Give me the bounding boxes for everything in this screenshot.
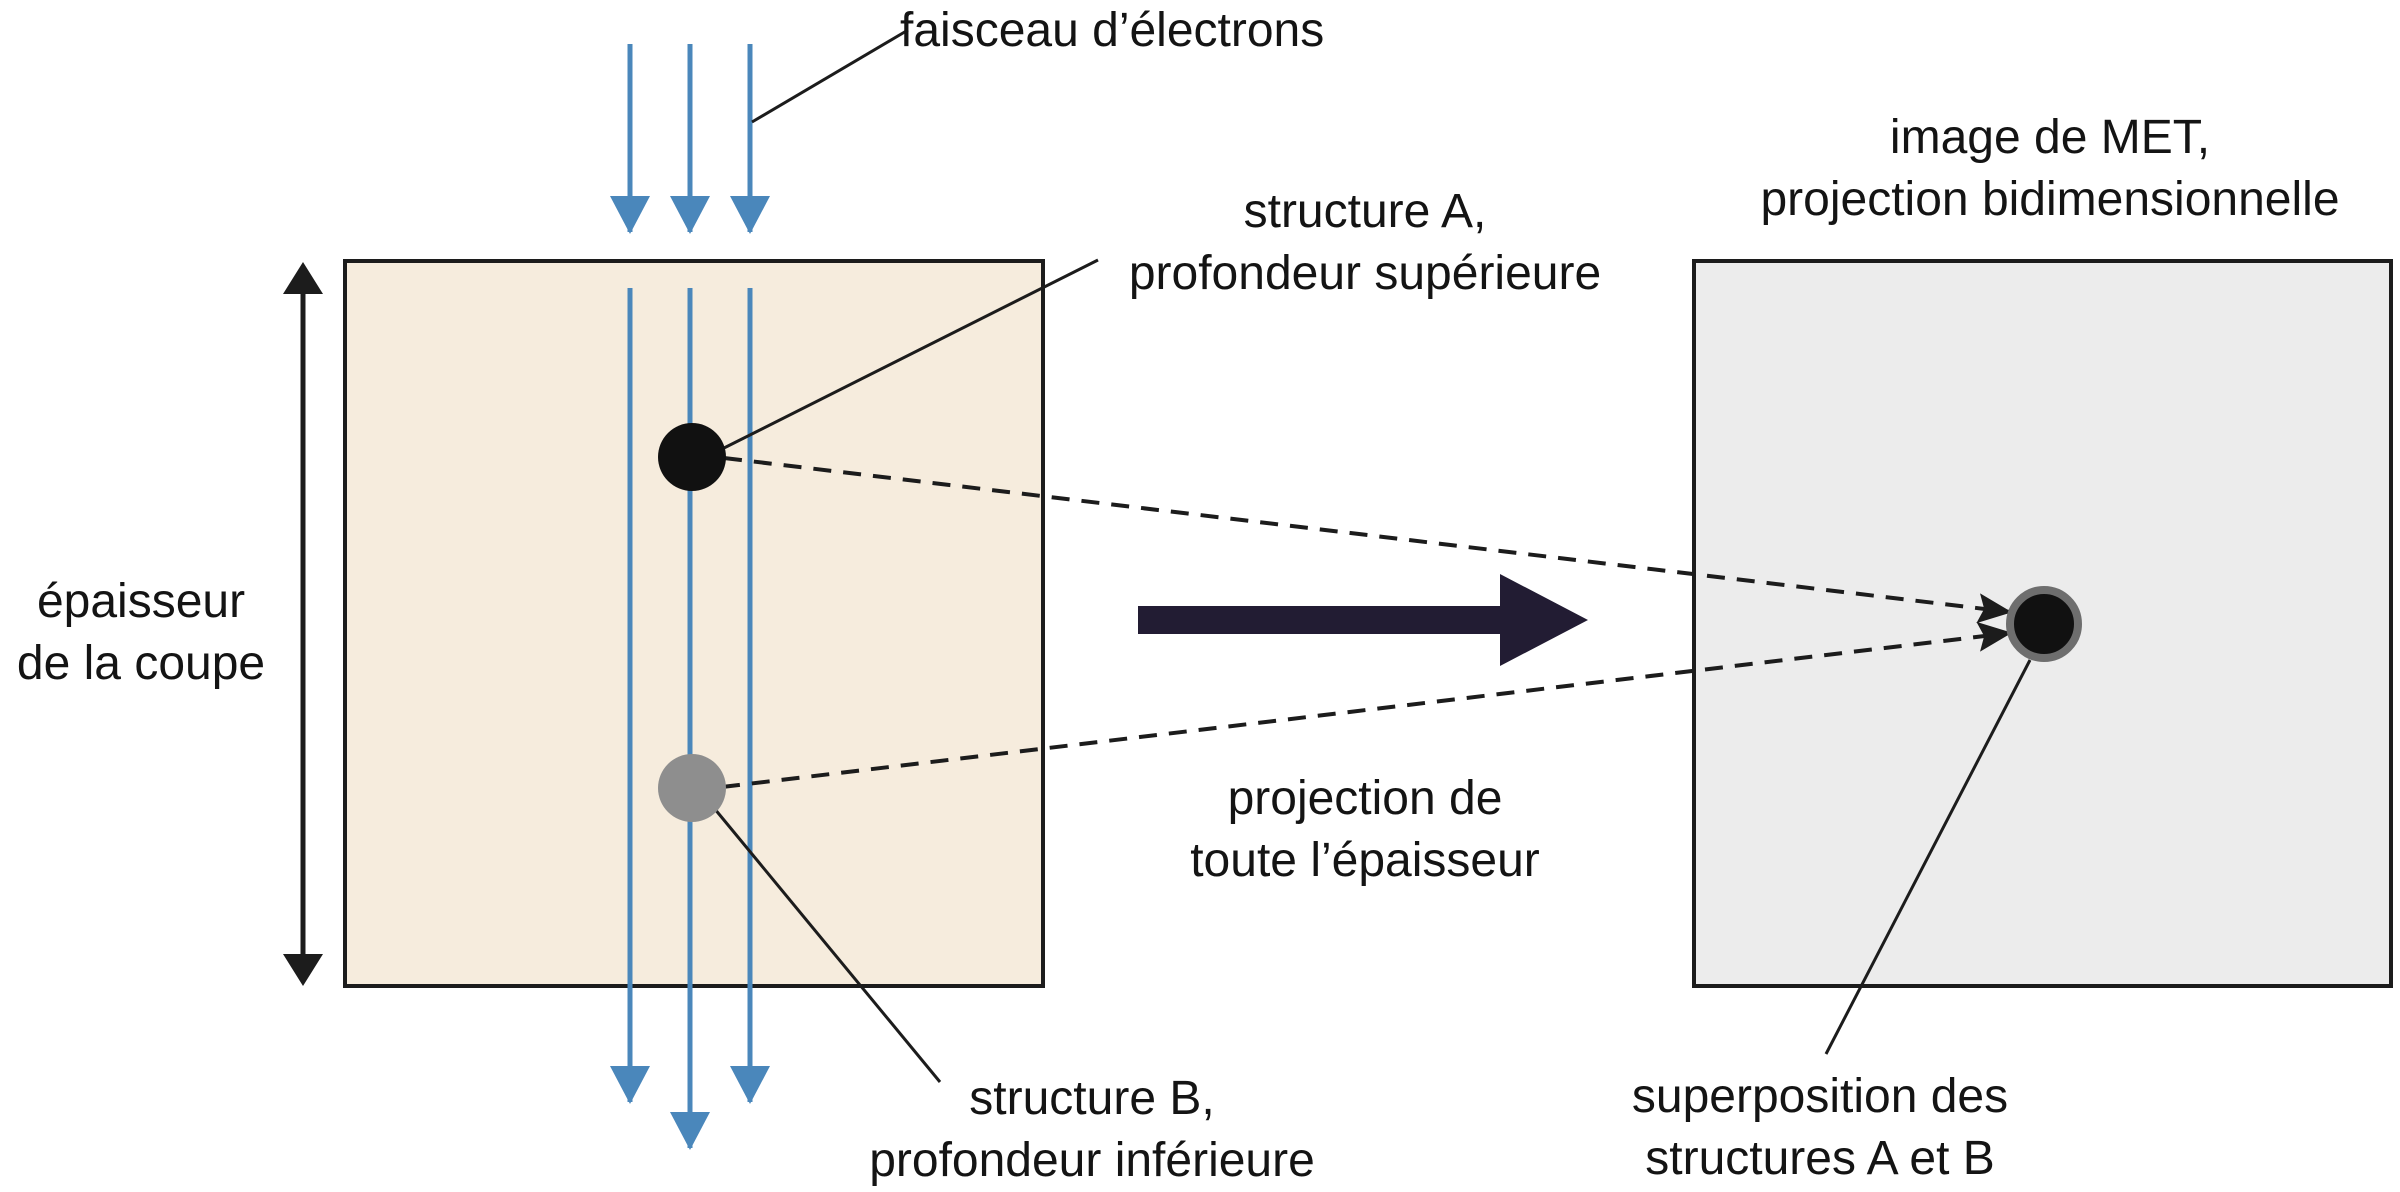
electron-beam-label: faisceau d’électrons (900, 4, 1325, 57)
thickness-double-arrow (283, 262, 323, 986)
projection-line-b (721, 621, 2012, 789)
superposition-label: superposition des structures A et B (1631, 1070, 2009, 1185)
structure-a-dot (658, 423, 726, 491)
projection-arrow (1138, 574, 1588, 666)
structure-b-leader-line (712, 807, 942, 1083)
section-thickness-label: épaisseur de la coupe (16, 575, 266, 690)
structure-a-label: structure A, profondeur supérieure (1128, 185, 1602, 300)
projection-line-a (723, 456, 2012, 624)
incoming-electron-beam (610, 44, 770, 234)
structure-b-dot (658, 754, 726, 822)
beam-leader-line (751, 28, 909, 124)
tem-image-label: image de MET, projection bidimensionnell… (1760, 111, 2340, 226)
whole-thickness-projection-label: projection de toute l’épaisseur (1190, 772, 1540, 887)
structure-b-label: structure B, profondeur inférieure (869, 1072, 1315, 1187)
superposition-leader-line (1824, 659, 2032, 1055)
section-box (343, 259, 1045, 988)
structure-a-leader-line (719, 258, 1099, 452)
superposition-dot (2006, 586, 2082, 662)
